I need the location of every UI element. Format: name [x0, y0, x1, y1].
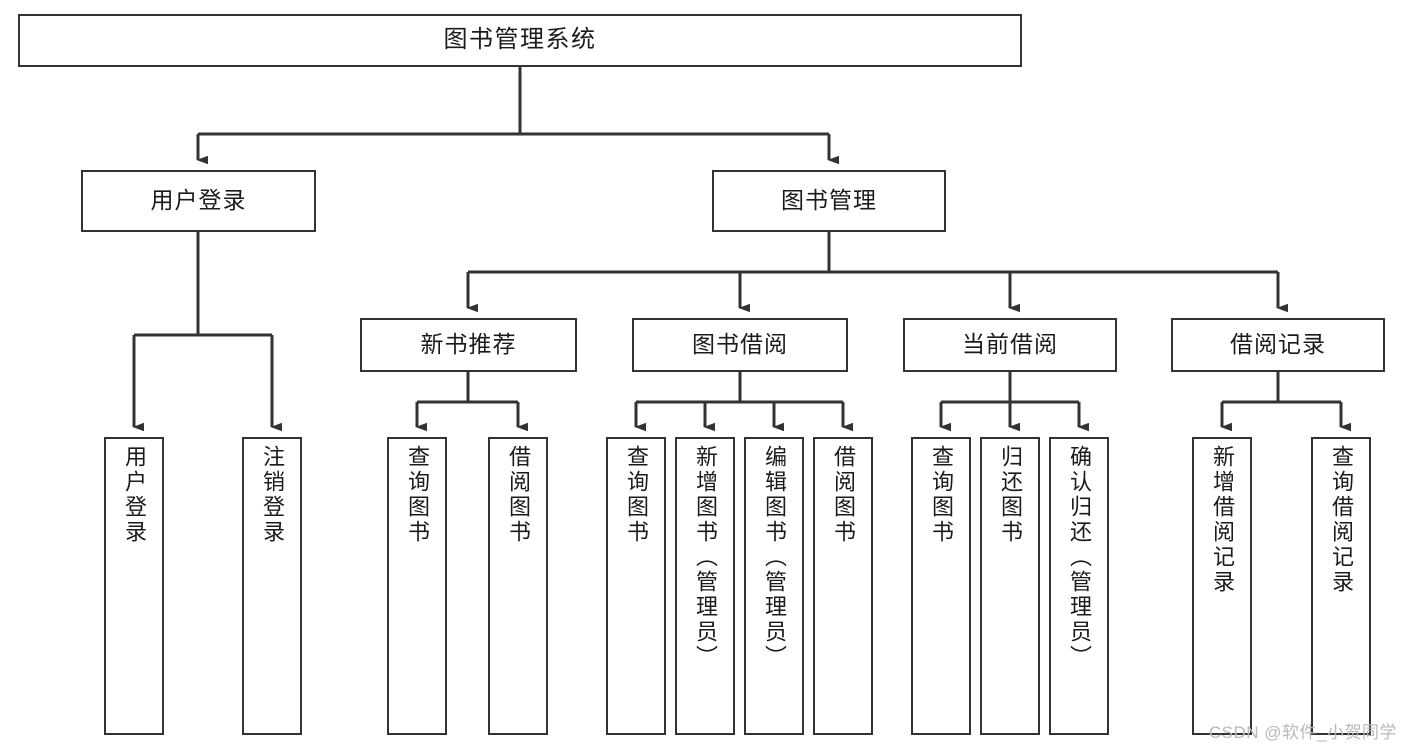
- node-label: 编辑图书（管理员）: [762, 445, 787, 670]
- node-borrow-record[interactable]: 借阅记录: [1171, 318, 1385, 372]
- node-label: 借阅记录: [1230, 331, 1326, 358]
- leaf-borrow-record-query[interactable]: 查询借阅记录: [1311, 437, 1371, 735]
- node-root-system[interactable]: 图书管理系统: [18, 14, 1022, 67]
- node-book-borrow[interactable]: 图书借阅: [632, 318, 848, 372]
- node-user-login[interactable]: 用户登录: [81, 170, 316, 232]
- node-label: 新书推荐: [420, 331, 517, 358]
- node-label: 查询图书: [929, 445, 954, 545]
- node-label: 借阅图书: [831, 445, 856, 545]
- node-label: 注销登录: [260, 445, 285, 545]
- leaf-book-borrow-query[interactable]: 查询图书: [606, 437, 666, 735]
- node-label: 新增图书（管理员）: [693, 445, 718, 670]
- leaf-user-login-login[interactable]: 用户登录: [104, 437, 164, 735]
- node-label: 当前借阅: [962, 331, 1058, 358]
- node-label: 用户登录: [150, 187, 247, 214]
- node-label: 确认归还（管理员）: [1067, 445, 1092, 670]
- leaf-user-login-logout[interactable]: 注销登录: [242, 437, 302, 735]
- leaf-current-borrow-query[interactable]: 查询图书: [911, 437, 971, 735]
- node-book-management[interactable]: 图书管理: [712, 170, 946, 232]
- leaf-new-book-query[interactable]: 查询图书: [387, 437, 447, 735]
- leaf-book-borrow-add[interactable]: 新增图书（管理员）: [675, 437, 735, 735]
- node-label: 归还图书: [998, 445, 1023, 545]
- node-label: 图书借阅: [692, 331, 788, 358]
- node-label: 查询图书: [405, 445, 430, 545]
- node-label: 新增借阅记录: [1210, 445, 1235, 595]
- leaf-current-borrow-confirm[interactable]: 确认归还（管理员）: [1049, 437, 1109, 735]
- leaf-book-borrow-edit[interactable]: 编辑图书（管理员）: [744, 437, 804, 735]
- node-label: 查询图书: [624, 445, 649, 545]
- leaf-book-borrow-borrow[interactable]: 借阅图书: [813, 437, 873, 735]
- node-current-borrow[interactable]: 当前借阅: [903, 318, 1117, 372]
- node-label: 查询借阅记录: [1329, 445, 1354, 595]
- node-new-book-recommend[interactable]: 新书推荐: [360, 318, 577, 372]
- node-label: 用户登录: [122, 445, 147, 545]
- leaf-new-book-borrow[interactable]: 借阅图书: [488, 437, 548, 735]
- leaf-current-borrow-return[interactable]: 归还图书: [980, 437, 1040, 735]
- leaf-borrow-record-add[interactable]: 新增借阅记录: [1192, 437, 1252, 735]
- watermark: CSDN @软件_小贺同学: [1208, 723, 1397, 742]
- node-label: 图书管理: [781, 187, 877, 214]
- node-label: 借阅图书: [506, 445, 531, 545]
- node-label: 图书管理系统: [443, 26, 597, 54]
